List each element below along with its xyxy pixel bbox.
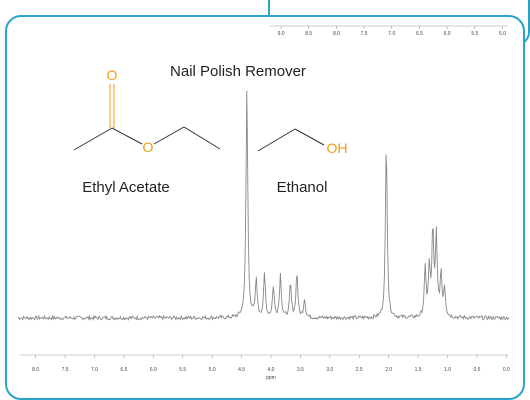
ethanol-structure (257, 128, 325, 152)
inset-tick-label: 7.5 (361, 31, 368, 37)
main-tick-label: 1.5 (415, 367, 422, 373)
main-tick-label: 6.0 (150, 367, 157, 373)
hydroxyl-label: OH (327, 140, 348, 156)
bond-methyl (73, 127, 113, 151)
main-tick-label: 5.5 (179, 367, 186, 373)
inset-tick-label: 8.5 (305, 31, 312, 37)
main-tick-label: 4.0 (268, 367, 275, 373)
main-tick-label: 3.5 (297, 367, 304, 373)
inset-tick-label: 6.5 (416, 31, 423, 37)
main-tick-label: 0.0 (503, 367, 510, 373)
ethyl-acetate-label: Ethyl Acetate (82, 179, 170, 196)
inset-tick-label: 7.0 (388, 31, 395, 37)
bond-ester-1 (111, 127, 143, 145)
main-tick-label: 6.5 (120, 367, 127, 373)
spectrum-trace (17, 90, 510, 321)
main-tick-label: 5.0 (209, 367, 216, 373)
bond-ethanol-1 (257, 128, 296, 152)
inset-tick-labels: 9.0 8.5 8.0 7.5 7.0 6.5 6.0 5.5 5.0 (278, 26, 506, 37)
main-tick-label: 0.5 (473, 367, 480, 373)
ethyl-acetate-structure (73, 84, 221, 151)
main-tick-label: 7.5 (62, 367, 69, 373)
inset-tick-label: 5.0 (499, 31, 506, 37)
main-tick-label: 8.0 (32, 367, 39, 373)
main-tick-labels: 8.0 7.5 7.0 6.5 6.0 5.5 5.0 4.5 4.0 3.5 3.0 2.5 2.0 1… (32, 355, 510, 373)
main-tick-label: 1.0 (444, 367, 451, 373)
bond-ethyl (183, 126, 221, 150)
bond-ethanol-2 (294, 128, 325, 146)
main-tick-label: 7.0 (91, 367, 98, 373)
bond-ester-2 (153, 126, 185, 145)
main-tick-label: 2.5 (356, 367, 363, 373)
x-axis-label: ppm (266, 375, 276, 381)
carbonyl-oxygen-label: O (107, 67, 118, 83)
main-tick-label: 4.5 (238, 367, 245, 373)
inset-tick-label: 5.5 (471, 31, 478, 37)
spectrum-title: Nail Polish Remover (170, 63, 306, 80)
inset-tick-label: 9.0 (278, 31, 285, 37)
main-tick-label: 3.0 (326, 367, 333, 373)
inset-tick-label: 8.0 (333, 31, 340, 37)
ethanol-label: Ethanol (277, 179, 328, 196)
inset-tick-label: 6.0 (444, 31, 451, 37)
spectrum-figure: 9.0 8.5 8.0 7.5 7.0 6.5 6.0 5.5 5.0 Nail Polish … (17, 25, 510, 381)
ester-oxygen-label: O (143, 139, 154, 155)
main-spectrum-panel (5, 15, 525, 400)
main-tick-label: 2.0 (385, 367, 392, 373)
